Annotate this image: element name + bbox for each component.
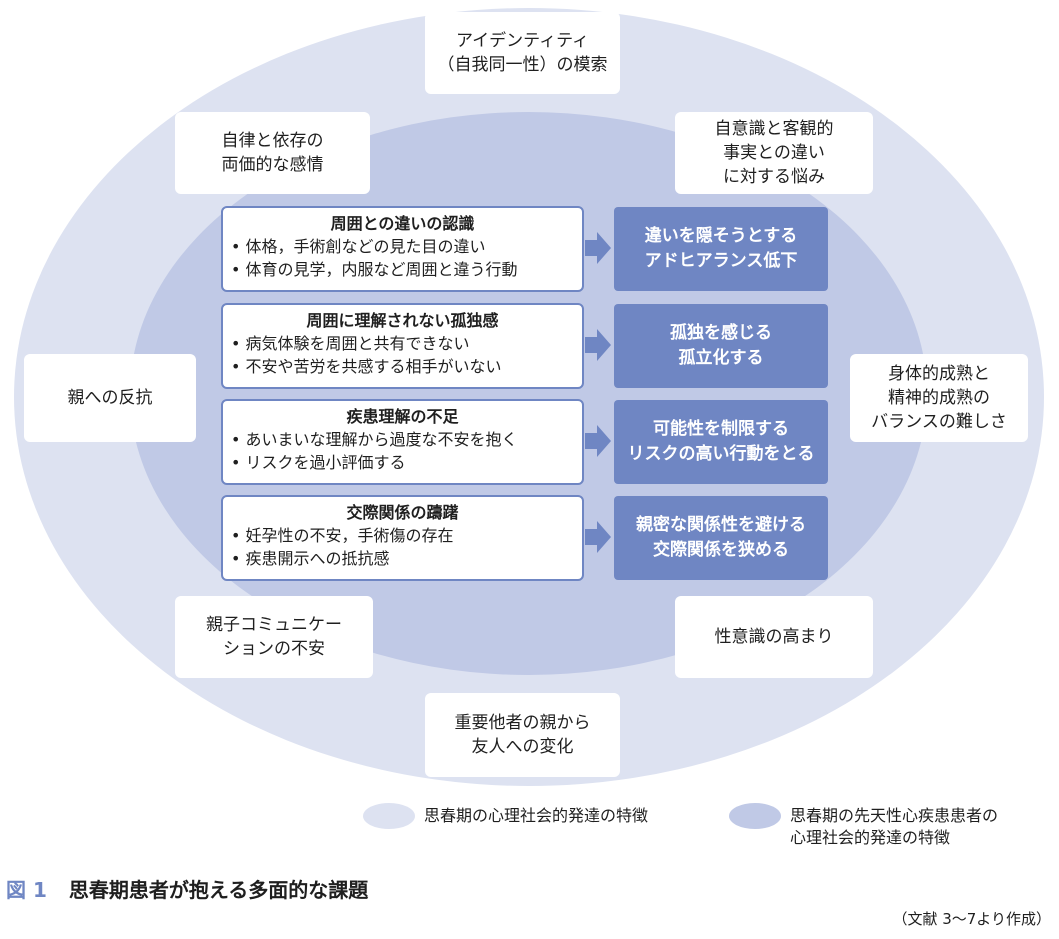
issue-title: 周囲に理解されない孤独感 bbox=[306, 311, 499, 330]
issue-bullet: • 妊孕性の不安，手術傷の存在 bbox=[231, 526, 454, 545]
result-box: 違いを隠そうとする アドヒアランス低下 bbox=[614, 207, 828, 291]
issue-bullet: • 不安や苦労を共感する相手がいない bbox=[231, 357, 502, 376]
issue-box: 周囲との違いの認識 • 体格，手術創などの見た目の違い • 体育の見学，内服など… bbox=[221, 206, 584, 292]
trait-self-awareness: 自意識と客観的 事実との違い に対する悩み bbox=[675, 112, 873, 194]
trait-rebellion: 親への反抗 bbox=[24, 354, 196, 442]
issue-title: 交際関係の躊躇 bbox=[346, 503, 459, 522]
issue-title: 疾患理解の不足 bbox=[346, 407, 459, 426]
legend-label-general: 思春期の心理社会的発達の特徴 bbox=[424, 806, 649, 825]
arrow-icon bbox=[585, 520, 611, 554]
figure-number: 図 1 bbox=[6, 878, 47, 902]
figure-title: 思春期患者が抱える多面的な課題 bbox=[68, 878, 369, 902]
result-box: 可能性を制限する リスクの高い行動をとる bbox=[614, 400, 828, 484]
arrow-icon bbox=[585, 231, 611, 265]
trait-sexual-awareness: 性意識の高まり bbox=[675, 596, 873, 678]
arrow-icon bbox=[585, 328, 611, 362]
trait-autonomy: 自律と依存の 両価的な感情 bbox=[175, 112, 370, 194]
legend-label-chd: 思春期の先天性心疾患患者の 心理社会的発達の特徴 bbox=[790, 806, 999, 847]
source-note: （文献 3〜7より作成） bbox=[892, 910, 1051, 928]
inner-ellipse-chd-traits bbox=[130, 112, 927, 675]
issue-bullet: • 病気体験を周囲と共有できない bbox=[231, 334, 470, 353]
issue-bullet: • リスクを過小評価する bbox=[231, 453, 406, 472]
result-box: 孤独を感じる 孤立化する bbox=[614, 304, 828, 388]
trait-significant-other: 重要他者の親から 友人への変化 bbox=[425, 693, 620, 777]
result-box: 親密な関係性を避ける 交際関係を狭める bbox=[614, 496, 828, 580]
issue-box: 周囲に理解されない孤独感 • 病気体験を周囲と共有できない • 不安や苦労を共感… bbox=[221, 303, 584, 389]
figure-caption: 図 1 思春期患者が抱える多面的な課題 bbox=[6, 874, 368, 903]
issue-bullet: • 疾患開示への抵抗感 bbox=[231, 549, 390, 568]
trait-identity: アイデンティティ （自我同一性）の模索 bbox=[425, 12, 620, 94]
legend-swatch-general bbox=[363, 803, 415, 829]
trait-physical-mental-balance: 身体的成熟と 精神的成熟の バランスの難しさ bbox=[850, 354, 1028, 442]
issue-bullet: • 体格，手術創などの見た目の違い bbox=[231, 237, 486, 256]
arrow-icon bbox=[585, 424, 611, 458]
issue-title: 周囲との違いの認識 bbox=[330, 214, 475, 233]
legend-swatch-chd bbox=[729, 803, 781, 829]
issue-bullet: • 体育の見学，内服など周囲と違う行動 bbox=[231, 260, 518, 279]
trait-parent-child-communication: 親子コミュニケー ションの不安 bbox=[175, 596, 373, 678]
issue-box: 交際関係の躊躇 • 妊孕性の不安，手術傷の存在 • 疾患開示への抵抗感 bbox=[221, 495, 584, 581]
issue-box: 疾患理解の不足 • あいまいな理解から過度な不安を抱く • リスクを過小評価する bbox=[221, 399, 584, 485]
issue-bullet: • あいまいな理解から過度な不安を抱く bbox=[231, 430, 518, 449]
